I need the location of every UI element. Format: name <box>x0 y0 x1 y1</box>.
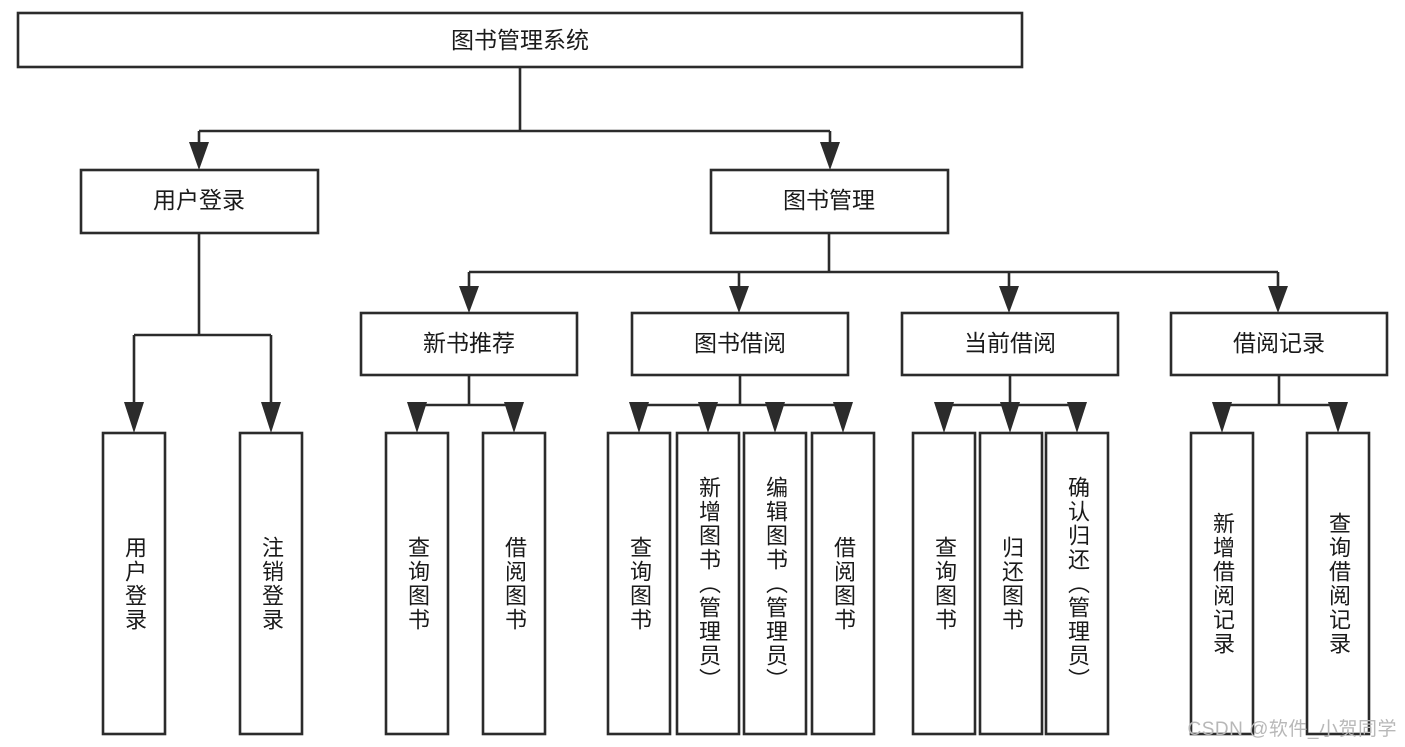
node-book-borrow[interactable]: 图书借阅 <box>630 311 850 377</box>
arrow-head-currentborrow-2 <box>1067 402 1087 433</box>
book-management-box[interactable] <box>709 168 950 235</box>
leaf-box-user-login-1[interactable] <box>238 431 304 736</box>
arrow-head-level2-1 <box>729 286 749 313</box>
node-new-book-recommend[interactable]: 新书推荐 <box>359 311 579 377</box>
leaf-box-currentborrow-0[interactable] <box>911 431 977 736</box>
node-current-borrow[interactable]: 当前借阅 <box>900 311 1120 377</box>
node-root[interactable]: 图书管理系统 <box>16 11 1024 69</box>
leaf-box-borrowrecord-0[interactable] <box>1189 431 1255 736</box>
leaf-box-bookborrow-3[interactable] <box>810 431 876 736</box>
arrow-head-bookborrow-2 <box>765 402 785 433</box>
csdn-watermark: CSDN @软件_小贺同学 <box>1187 719 1397 740</box>
arrow-head-level2-0 <box>459 286 479 313</box>
user-login-label: 用户登录 <box>153 187 245 213</box>
arrow-head-borrowrecord-1 <box>1328 402 1348 433</box>
arrow-head-user-login-1 <box>261 402 281 433</box>
book-borrow-box[interactable] <box>630 311 850 377</box>
arrow-head-level2-3 <box>1268 286 1288 313</box>
node-user-login[interactable]: 用户登录 <box>79 168 320 235</box>
node-book-management[interactable]: 图书管理 <box>709 168 950 235</box>
current-borrow-label: 当前借阅 <box>964 330 1056 356</box>
leaf-box-bookborrow-2[interactable] <box>742 431 808 736</box>
arrow-head-level1-1 <box>820 142 840 170</box>
arrow-head-bookborrow-3 <box>833 402 853 433</box>
arrow-head-bookborrow-1 <box>698 402 718 433</box>
arrow-head-level1-0 <box>189 142 209 170</box>
book-borrow-label: 图书借阅 <box>694 330 786 356</box>
leaf-box-newbook-1[interactable] <box>481 431 547 736</box>
leaf-box-newbook-0[interactable] <box>384 431 450 736</box>
book-management-label: 图书管理 <box>783 187 875 213</box>
node-borrow-record[interactable]: 借阅记录 <box>1169 311 1389 377</box>
arrow-head-newbook-1 <box>504 402 524 433</box>
root-label: 图书管理系统 <box>451 27 589 53</box>
leaf-box-bookborrow-1[interactable] <box>675 431 741 736</box>
new-book-recommend-box[interactable] <box>359 311 579 377</box>
leaf-box-bookborrow-0[interactable] <box>606 431 672 736</box>
new-book-recommend-label: 新书推荐 <box>423 330 515 356</box>
arrow-head-bookborrow-0 <box>629 402 649 433</box>
leaf-box-borrowrecord-1[interactable] <box>1305 431 1371 736</box>
current-borrow-box[interactable] <box>900 311 1120 377</box>
arrow-head-level2-2 <box>999 286 1019 313</box>
leaf-box-currentborrow-2[interactable] <box>1044 431 1110 736</box>
leaf-box-user-login-0[interactable] <box>101 431 167 736</box>
borrow-record-label: 借阅记录 <box>1233 330 1325 356</box>
borrow-record-box[interactable] <box>1169 311 1389 377</box>
arrow-head-currentborrow-1 <box>1000 402 1020 433</box>
arrow-head-borrowrecord-0 <box>1212 402 1232 433</box>
arrow-head-currentborrow-0 <box>934 402 954 433</box>
root-box[interactable] <box>16 11 1024 69</box>
arrow-head-newbook-0 <box>407 402 427 433</box>
leaf-box-currentborrow-1[interactable] <box>978 431 1044 736</box>
arrow-head-user-login-0 <box>124 402 144 433</box>
